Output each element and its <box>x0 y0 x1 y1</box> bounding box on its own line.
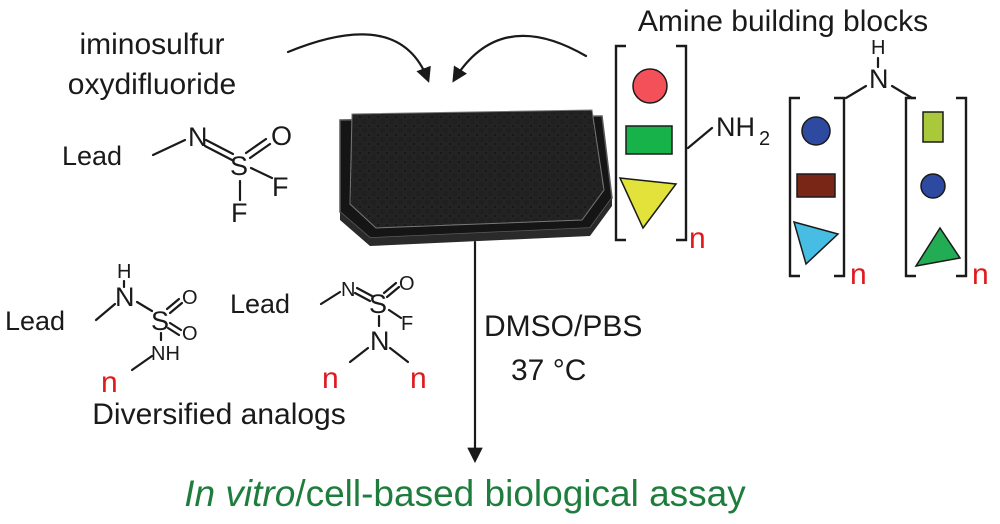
sulfonimidamide-analog-structure: Lead N S O F N n n <box>230 273 427 395</box>
cyan-triangle-shape <box>792 220 840 266</box>
sulfonimidamide-s: S <box>369 289 387 319</box>
sulfonimidamide-f: F <box>401 313 413 335</box>
red-circle-shape <box>632 68 668 104</box>
assay-label: In vitro/cell-based biological assay <box>184 473 746 514</box>
reagent-name-line1: iminosulfur <box>79 28 224 61</box>
arrow-amines-to-plate <box>452 34 588 83</box>
assay-italic: In vitro <box>184 473 295 514</box>
secondary-amine-right-n: n <box>972 258 989 291</box>
sulfonimidamide-n2: N <box>370 326 390 356</box>
conditions-temperature: 37 °C <box>511 354 586 387</box>
sulfamide-nh: NH <box>151 343 180 365</box>
sulfonimidamide-n-group-1: n <box>322 362 339 395</box>
reagent-structure: Lead N S O F F <box>62 121 292 228</box>
amines-title: Amine building blocks <box>638 5 928 38</box>
secondary-amine-center: H N <box>844 37 914 100</box>
sulfamide-n: N <box>115 282 135 312</box>
lime-rectangle-shape <box>922 111 944 143</box>
arrow-reagent-to-plate <box>286 33 431 83</box>
sulfamide-lead: Lead <box>5 306 65 336</box>
well-plate-icon <box>339 109 613 246</box>
primary-amine-n: n <box>689 222 706 255</box>
yellow-triangle-shape <box>618 177 678 230</box>
reagent-name-line2: oxydifluoride <box>68 68 236 101</box>
nh-hydrogen: H <box>871 37 885 59</box>
sulfamide-o2: O <box>182 323 198 345</box>
sulfamide-n-group: n <box>101 366 118 399</box>
primary-amine-group: n NH 2 <box>614 44 770 255</box>
sulfamide-o1: O <box>182 287 198 309</box>
reagent-n-atom: N <box>188 122 208 152</box>
assay-rest: /cell-based biological assay <box>295 473 746 514</box>
secondary-amine-left-n: n <box>850 258 867 291</box>
sulfonimidamide-n-group-2: n <box>410 362 427 395</box>
conditions-solvent: DMSO/PBS <box>484 310 642 343</box>
navy-circle-shape <box>920 173 946 199</box>
nh-nitrogen: N <box>869 64 889 94</box>
reagent-f-atom-1: F <box>272 172 289 202</box>
sulfamide-s: S <box>151 306 169 336</box>
secondary-amine-group-left: n <box>788 96 867 291</box>
lead-label: Lead <box>62 141 122 171</box>
green-rectangle-shape <box>625 125 673 155</box>
sulfonimidamide-o: O <box>399 273 415 295</box>
nh2-label: NH <box>716 112 755 142</box>
blue-circle-shape <box>801 116 831 146</box>
secondary-amine-group-right: n <box>904 96 989 291</box>
analogs-label: Diversified analogs <box>92 398 345 431</box>
reagent-o-atom: O <box>271 121 292 151</box>
sulfamide-h: H <box>117 261 131 283</box>
sulfamide-analog-structure: Lead H N S O O NH n <box>5 261 198 399</box>
sulfonimidamide-n1: N <box>341 279 355 301</box>
nh2-subscript: 2 <box>759 128 770 150</box>
brown-rectangle-shape <box>796 173 836 198</box>
green-triangle-shape <box>914 226 962 268</box>
reagent-f-atom-2: F <box>231 198 248 228</box>
sulfonimidamide-lead: Lead <box>230 289 290 319</box>
reagent-s-atom: S <box>230 151 248 181</box>
